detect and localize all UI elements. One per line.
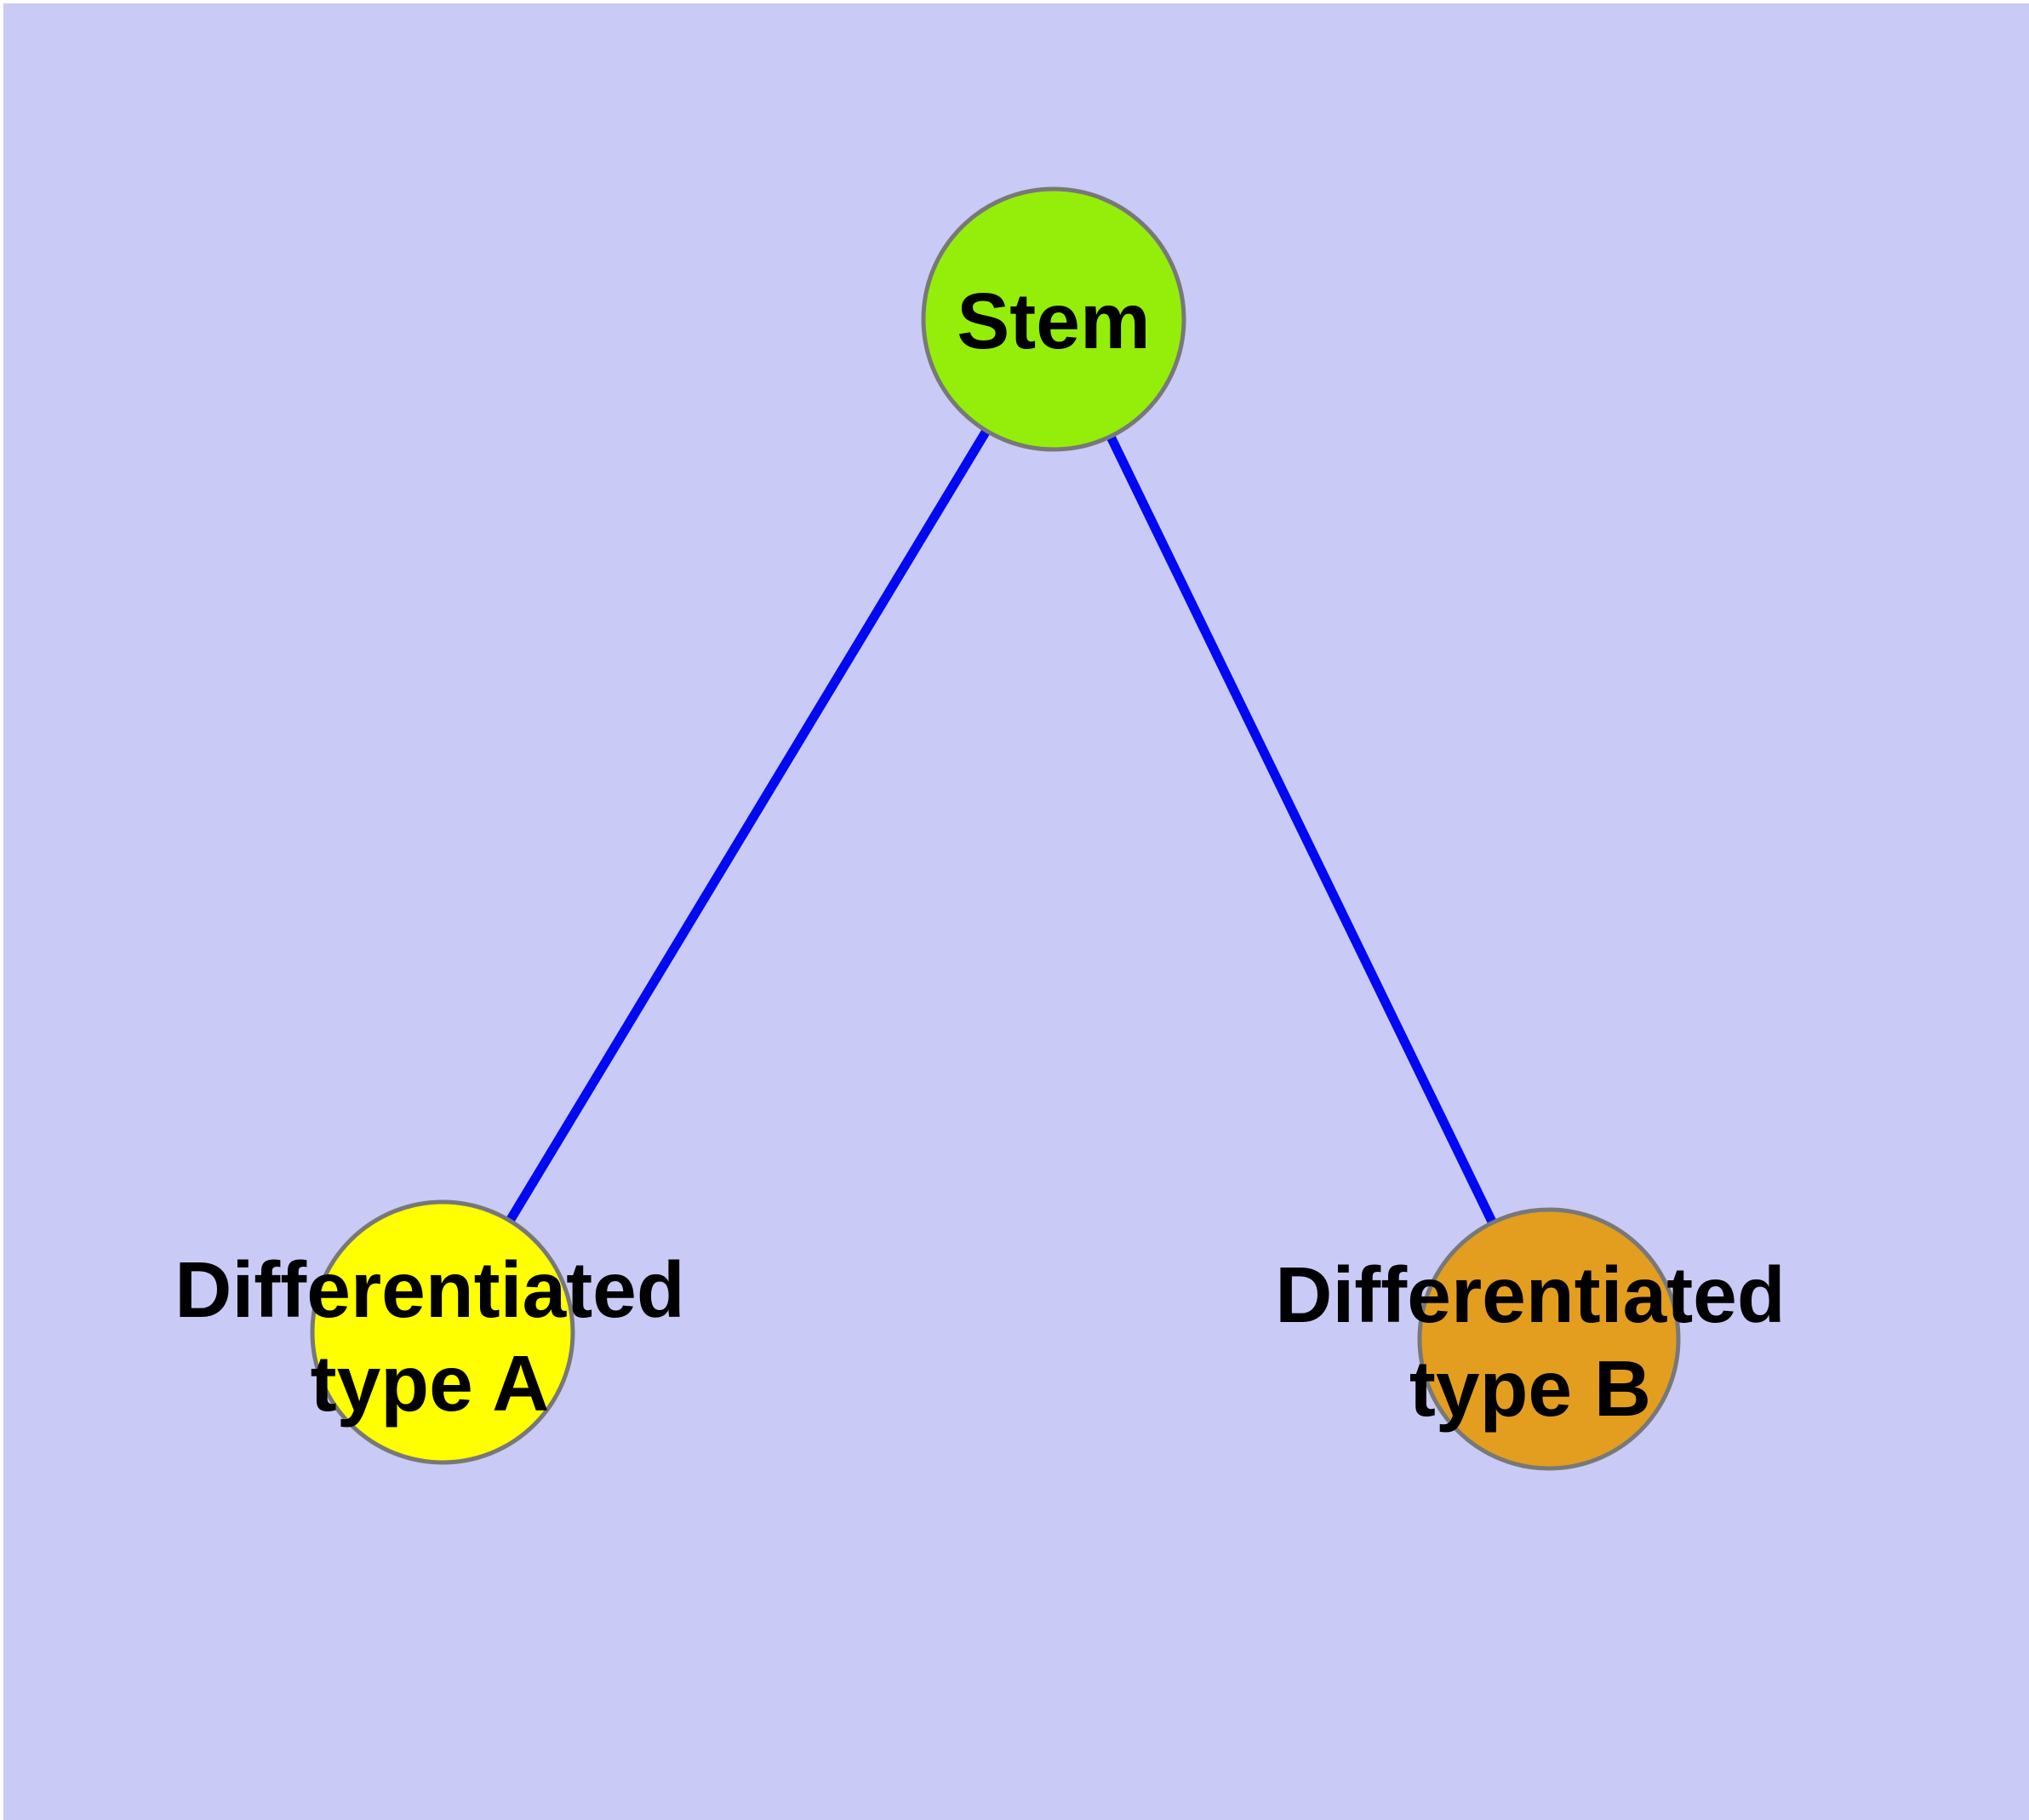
stem-node-label: Stem: [957, 277, 1150, 365]
stem-node: [921, 186, 1186, 452]
type-a-label-line1: Differentiated: [174, 1245, 684, 1334]
differentiated-type-a-node: [310, 1199, 575, 1465]
type-b-label-line1: Differentiated: [1275, 1251, 1785, 1339]
edge-stem-to-type-a: [438, 317, 1058, 1335]
edge-stem-to-type-b: [1049, 317, 1553, 1342]
differentiated-type-b-node: [1417, 1207, 1681, 1471]
type-a-label-line2: type A: [311, 1339, 550, 1428]
type-b-label-line2: type B: [1409, 1344, 1651, 1433]
